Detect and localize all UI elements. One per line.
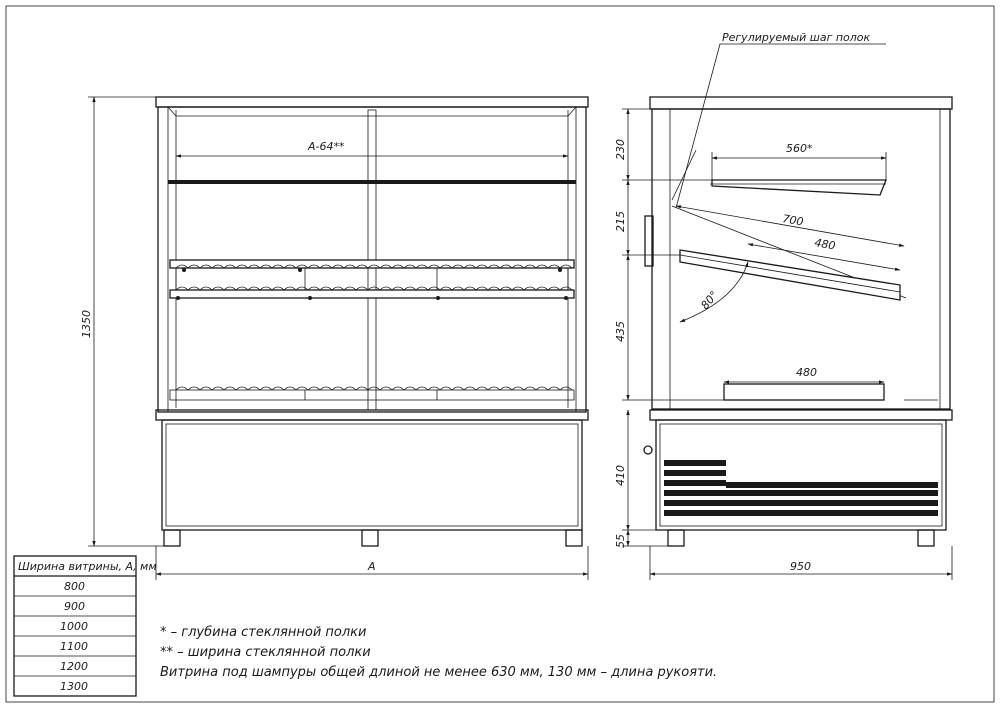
label-shelf-480-mid: 480 — [813, 236, 836, 252]
label-dim-230: 230 — [614, 139, 627, 160]
vent-grill — [664, 460, 938, 516]
side-view — [643, 96, 953, 547]
label-dim-435: 435 — [614, 321, 627, 342]
notes: * – глубина стеклянной полки ** – ширина… — [160, 625, 717, 680]
width-table: Ширина витрины, А, мм 800 900 1000 1100 … — [13, 555, 157, 697]
note-glass-depth: * – глубина стеклянной полки — [160, 625, 366, 640]
side-dimensions — [622, 43, 953, 580]
label-angle: 80° — [698, 289, 720, 312]
label-total-height: 1350 — [80, 310, 93, 338]
front-view — [155, 96, 589, 547]
note-skewer-length: Витрина под шампуры общей длиной не мене… — [160, 665, 717, 680]
table-row: 800 — [64, 580, 85, 593]
label-width-a: A — [367, 560, 376, 573]
table-row: 1200 — [60, 660, 88, 673]
label-depth-950: 950 — [790, 560, 811, 573]
label-dim-410: 410 — [614, 465, 627, 486]
table-header: Ширина витрины, А, мм — [18, 560, 157, 573]
sheet-border — [5, 5, 995, 703]
label-diag-700: 700 — [781, 212, 804, 228]
note-glass-width: ** – ширина стеклянной полки — [160, 645, 371, 660]
label-adjustable-step: Регулируемый шаг полок — [722, 31, 871, 44]
label-dim-55: 55 — [614, 534, 627, 548]
table-row: 900 — [64, 600, 85, 613]
table-row: 1100 — [60, 640, 88, 653]
table-row: 1000 — [60, 620, 88, 633]
label-front-inner-width: A-64** — [307, 140, 345, 153]
table-row: 1300 — [60, 680, 88, 693]
label-shelf-560: 560* — [786, 142, 813, 155]
label-shelf-480-bottom: 480 — [796, 366, 817, 379]
label-dim-215: 215 — [614, 211, 627, 232]
front-dimensions — [88, 96, 589, 580]
